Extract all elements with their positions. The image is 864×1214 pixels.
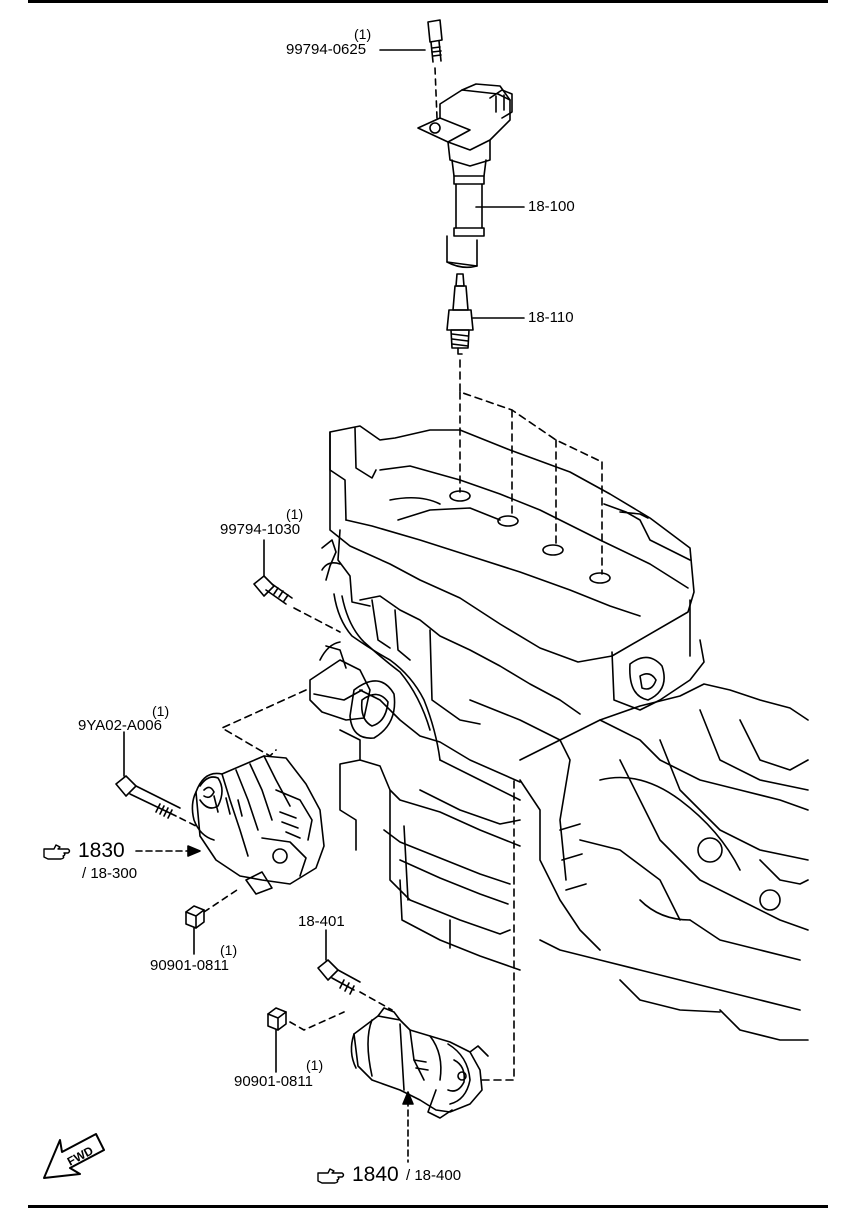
qty-99794-1030: (1) <box>286 506 304 522</box>
starter-motor-icon[interactable] <box>350 1007 489 1119</box>
part-number-18-100[interactable]: 18-100 <box>528 198 575 215</box>
qty-90901-0811-alt: (1) <box>220 942 238 958</box>
arrow-head <box>187 845 201 857</box>
ref-figure-1830[interactable]: 1830 <box>78 839 125 862</box>
bolt-99794-0625-icon[interactable] <box>427 19 443 63</box>
ignition-coil-icon[interactable] <box>417 83 513 269</box>
dashed-guide <box>293 607 341 633</box>
top-rule <box>28 0 828 3</box>
part-number-9YA02-A006[interactable]: 9YA02-A006 <box>78 717 162 734</box>
alternator-icon[interactable] <box>191 755 325 895</box>
dashed-guide <box>221 689 307 757</box>
dashed-guide <box>359 991 393 1011</box>
bolt-9YA02-A006-icon[interactable] <box>115 775 181 819</box>
engine-block-drawing <box>309 425 809 1041</box>
nut-90901-0811-starter-icon[interactable] <box>267 1007 287 1031</box>
ref-section-18-400[interactable]: / 18-400 <box>406 1167 462 1184</box>
dashed-guide <box>289 1011 345 1031</box>
nut-90901-0811-icon[interactable] <box>185 905 205 929</box>
part-number-18-401[interactable]: 18-401 <box>298 913 345 930</box>
arrow-head <box>402 1091 414 1105</box>
part-number-18-110[interactable]: 18-110 <box>528 309 574 326</box>
part-number-99794-1030[interactable]: 99794-1030 <box>220 521 301 538</box>
ref-figure-1840[interactable]: 1840 <box>352 1163 399 1186</box>
hand-pointer-icon <box>317 1168 345 1184</box>
ref-section-18-300[interactable]: / 18-300 <box>82 865 138 882</box>
qty-99794-0625: (1) <box>354 26 372 42</box>
spark-plug-guides <box>459 359 603 575</box>
part-number-99794-0625[interactable]: 99794-0625 <box>286 41 367 58</box>
part-number-90901-0811-starter[interactable]: 90901-0811 <box>234 1073 313 1090</box>
fwd-arrow-icon <box>43 1133 105 1179</box>
dashed-guide <box>179 817 201 829</box>
bolt-99794-1030-icon[interactable] <box>253 575 293 605</box>
part-number-90901-0811-alt[interactable]: 90901-0811 <box>150 957 229 974</box>
spark-plug-icon[interactable] <box>446 273 474 355</box>
dashed-guide <box>481 779 515 1081</box>
qty-90901-0811-starter: (1) <box>306 1057 324 1073</box>
dashed-guide <box>434 67 438 119</box>
qty-9YA02-A006: (1) <box>152 703 170 719</box>
bolt-18-401-icon[interactable] <box>317 959 361 995</box>
bottom-rule <box>28 1205 828 1208</box>
hand-pointer-icon <box>43 844 71 860</box>
dashed-guide <box>203 887 241 913</box>
